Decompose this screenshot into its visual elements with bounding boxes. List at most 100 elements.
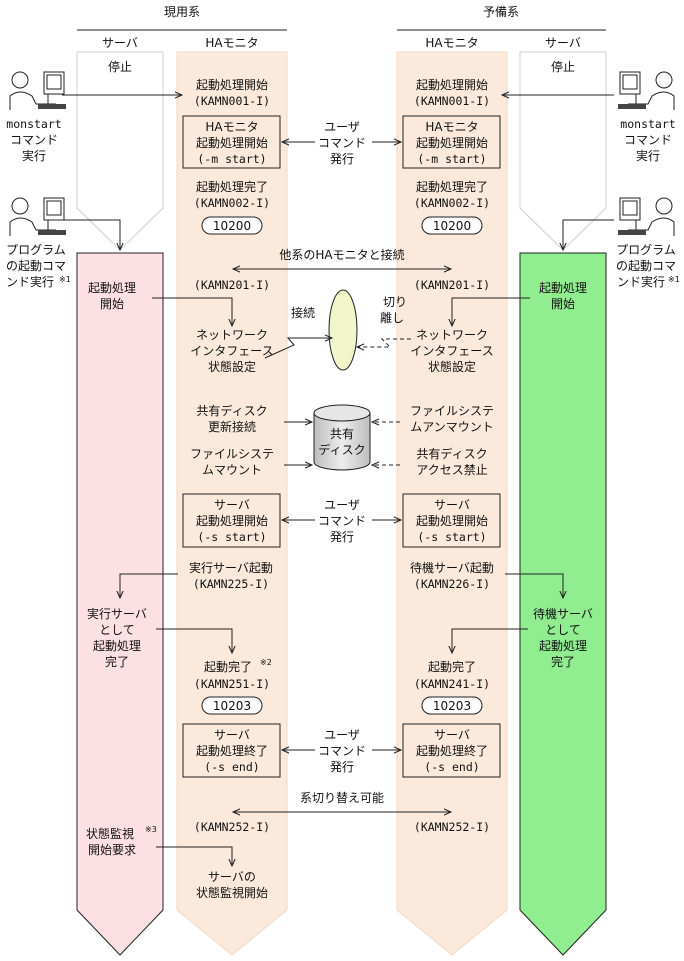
server-standby-as-standby: 待機サーバ として 起動処理 完了	[533, 606, 593, 669]
svg-text:実行: 実行	[636, 148, 660, 163]
ha-band-standby	[396, 51, 508, 956]
ha-active-done: 起動処理完了 (KAMN002-I)	[194, 179, 270, 210]
operator-icon-right-1	[618, 71, 675, 110]
svg-text:サーバ: サーバ	[434, 728, 470, 742]
ha-standby-done: 起動処理完了 (KAMN002-I)	[414, 179, 490, 210]
svg-text:ンド実行: ンド実行	[6, 274, 54, 289]
svg-text:10203: 10203	[213, 699, 251, 713]
server-band-standby	[519, 252, 607, 956]
ha-standby-net: ネットワーク インタフェース 状態設定	[410, 328, 493, 374]
server-stopped-active: 停止	[108, 59, 132, 74]
ha-active-code1: 10200	[201, 216, 263, 235]
ha-active-fs-mount: ファイルシステ ムマウント	[190, 447, 274, 477]
svg-text:発行: 発行	[330, 530, 354, 544]
server-standby-start: 起動処理 開始	[539, 281, 587, 311]
svg-text:インタフェース: インタフェース	[410, 344, 493, 358]
ha-standby-box-end: サーバ 起動処理終了 (-s end)	[402, 723, 501, 778]
svg-text:※1: ※1	[59, 275, 71, 284]
ha-standby-standby-server: 待機サーバ起動 (KAMN226-I)	[410, 560, 494, 591]
user-command-3: ユーザ コマンド 発行	[318, 728, 366, 774]
operator-icon-left-1	[9, 71, 66, 110]
svg-text:monstart: monstart	[620, 117, 675, 131]
svg-text:の起動コマ: の起動コマ	[6, 259, 66, 273]
arrow-program-right	[563, 219, 614, 250]
arrow-connect-zigzag	[264, 338, 332, 359]
svg-text:起動処理開始: 起動処理開始	[416, 78, 488, 92]
monstart-label-right: monstart コマンド 実行	[620, 117, 675, 163]
arrow-run-server	[120, 573, 178, 598]
svg-text:プログラム: プログラム	[616, 243, 676, 257]
svg-text:共有ディスク: 共有ディスク	[416, 446, 487, 461]
ha-active-connect-msg: (KAMN201-I)	[194, 278, 270, 292]
header-active: 現用系	[164, 5, 200, 19]
svg-text:(KAMN001-I): (KAMN001-I)	[194, 94, 270, 108]
svg-text:(KAMN001-I): (KAMN001-I)	[414, 94, 490, 108]
header-standby: 予備系	[483, 4, 519, 19]
monstart-label-left: monstart コマンド 実行	[6, 117, 61, 163]
svg-text:状態設定: 状態設定	[208, 359, 256, 374]
server-stopped-band-standby	[519, 51, 607, 251]
arrow-disconnect-zigzag	[357, 338, 411, 347]
svg-text:ファイルシステ: ファイルシステ	[410, 404, 494, 418]
svg-text:状態監視: 状態監視	[86, 826, 134, 841]
svg-text:開始要求: 開始要求	[88, 843, 136, 857]
svg-text:コマンド: コマンド	[318, 136, 366, 150]
svg-text:切り: 切り	[383, 295, 407, 309]
svg-text:開始: 開始	[100, 297, 124, 311]
svg-text:10200: 10200	[213, 219, 251, 233]
ha-standby-disk-forbid: 共有ディスク アクセス禁止	[416, 446, 487, 477]
svg-text:ンド実行: ンド実行	[617, 274, 665, 289]
svg-text:起動処理完了: 起動処理完了	[416, 179, 488, 194]
svg-text:起動処理完了: 起動処理完了	[196, 179, 268, 194]
svg-text:実行: 実行	[22, 148, 46, 163]
svg-text:更新接続: 更新接続	[208, 419, 256, 434]
svg-text:(-s end): (-s end)	[204, 760, 259, 774]
ha-active-run-server: 実行サーバ起動 (KAMN225-I)	[189, 560, 273, 591]
ha-active-box-end: サーバ 起動処理終了 (-s end)	[182, 723, 281, 778]
col-ha-standby: HAモニタ	[425, 36, 478, 50]
svg-text:HAモニタ: HAモニタ	[205, 120, 258, 134]
disconnect-label: 切り 離し	[380, 295, 407, 325]
svg-text:monstart: monstart	[6, 117, 61, 131]
connect-other-label: 他系のHAモニタと接続	[279, 247, 404, 262]
svg-text:ユーザ: ユーザ	[324, 498, 360, 512]
ha-active-net: ネットワーク インタフェース 状態設定	[190, 328, 273, 374]
svg-text:コマンド: コマンド	[318, 744, 366, 758]
shared-disk-icon: 共有 ディスク	[313, 404, 371, 471]
svg-text:起動処理開始: 起動処理開始	[416, 514, 488, 528]
arrow-server-start-to-net-active	[152, 297, 232, 326]
ha-active-monitor-start: サーバの 状態監視開始	[196, 870, 268, 900]
svg-text:として: として	[99, 623, 135, 637]
svg-text:ユーザ: ユーザ	[324, 120, 360, 134]
svg-text:起動完了: 起動完了	[428, 659, 476, 674]
program-label-right: プログラム の起動コマ ンド実行 ※1	[616, 243, 680, 289]
server-active-monitor-req: 状態監視 ※3 開始要求	[86, 825, 157, 857]
svg-text:(-m start): (-m start)	[197, 152, 266, 166]
svg-text:(KAMN226-I): (KAMN226-I)	[414, 577, 490, 591]
svg-text:ネットワーク: ネットワーク	[196, 328, 268, 342]
user-command-2: ユーザ コマンド 発行	[318, 498, 366, 544]
svg-text:共有ディスク: 共有ディスク	[196, 403, 267, 418]
arrow-run-complete	[156, 628, 232, 653]
svg-text:サーバの: サーバの	[208, 870, 256, 884]
svg-text:ファイルシステ: ファイルシステ	[190, 447, 274, 461]
network-lens	[328, 289, 358, 371]
ha-standby-switch-msg: (KAMN252-I)	[414, 820, 490, 834]
svg-text:起動処理開始: 起動処理開始	[416, 136, 488, 150]
svg-text:(KAMN251-I): (KAMN251-I)	[194, 677, 270, 691]
ha-standby-box-ha-start: HAモニタ 起動処理開始 (-m start)	[402, 115, 501, 169]
server-stopped-standby: 停止	[551, 59, 575, 74]
svg-text:ネットワーク: ネットワーク	[416, 328, 488, 342]
svg-text:共有: 共有	[330, 427, 354, 441]
server-band-active	[76, 252, 164, 956]
svg-text:実行サーバ: 実行サーバ	[87, 606, 147, 621]
col-server-standby: サーバ	[545, 36, 581, 50]
svg-text:待機サーバ: 待機サーバ	[533, 606, 593, 621]
svg-text:プログラム: プログラム	[6, 243, 66, 257]
svg-text:(KAMN002-I): (KAMN002-I)	[194, 196, 270, 210]
ha-standby-connect-msg: (KAMN201-I)	[414, 278, 490, 292]
svg-text:アクセス禁止: アクセス禁止	[416, 463, 487, 477]
ha-standby-complete: 起動完了 (KAMN241-I)	[414, 659, 490, 691]
col-ha-active: HAモニタ	[205, 36, 258, 50]
